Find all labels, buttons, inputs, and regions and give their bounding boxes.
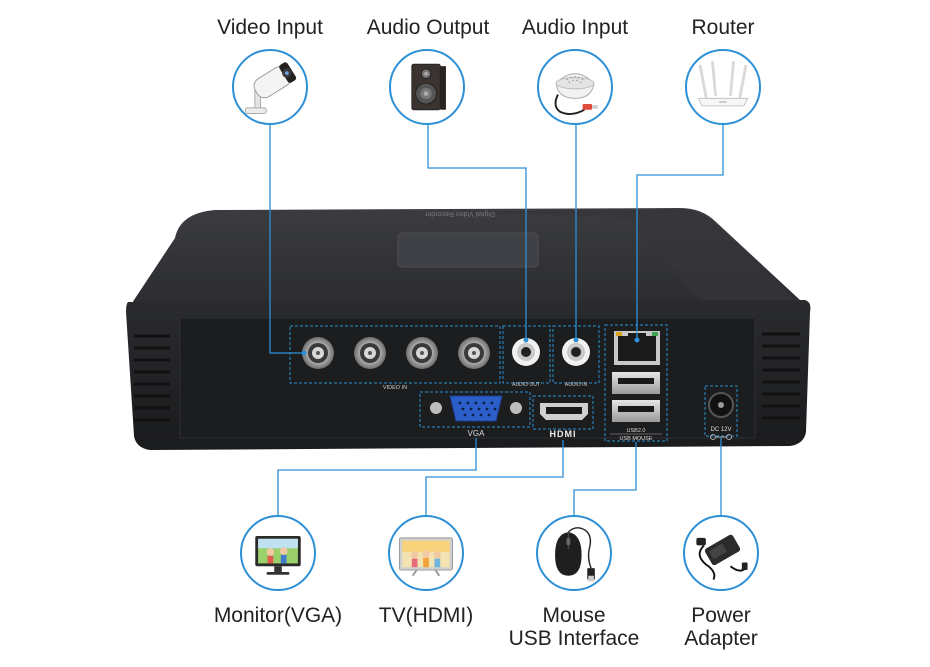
label-mouse-usb: Mouse USB Interface: [500, 604, 648, 650]
label-power-adapter: Power Adapter: [666, 604, 776, 650]
usb-ports: [612, 372, 660, 422]
power-adapter-icon: [696, 534, 748, 580]
monitor-icon: [255, 535, 301, 575]
microphone-bubble: [537, 49, 613, 125]
camera-bubble: [232, 49, 308, 125]
label-monitor-vga: Monitor(VGA): [213, 604, 343, 627]
line-monitor: [277, 438, 477, 515]
mouse-icon: [555, 527, 595, 582]
rca-audio-in-port: [562, 338, 590, 366]
line-video-input: [269, 125, 304, 354]
label-power-line2: Adapter: [684, 627, 758, 650]
rca-audio-out-port: [512, 338, 540, 366]
label-mouse-line1: Mouse: [542, 604, 606, 627]
monitor-bubble: [240, 515, 316, 591]
router-icon: [697, 60, 749, 107]
polarity-icon: [710, 434, 732, 440]
label-usb-line2: USB MOUSE: [619, 436, 652, 442]
label-audio-output: Audio Output: [366, 16, 490, 39]
line-audio-output: [427, 125, 527, 340]
line-tv: [425, 440, 564, 515]
label-audio-input: Audio Input: [521, 16, 629, 39]
line-router: [636, 125, 724, 340]
router-bubble: [685, 49, 761, 125]
left-vents: [134, 334, 170, 422]
dc-power-jack: [708, 392, 734, 418]
label-mouse-line2: USB Interface: [508, 627, 640, 650]
label-video-input: Video Input: [217, 16, 323, 39]
power-adapter-bubble: [683, 515, 759, 591]
speaker-bubble: [389, 49, 465, 125]
camera-icon: [244, 62, 297, 114]
label-dc-12v: DC 12V: [710, 427, 731, 433]
tv-icon: [399, 537, 453, 577]
label-video-in: VIDEO IN: [383, 385, 407, 391]
dvr-device: VIDEO IN AUDIO OUT AUDIO IN VGA HDMI USB…: [126, 208, 811, 450]
bnc-video-ports: [302, 337, 490, 369]
label-audio-out: AUDIO OUT: [512, 382, 540, 388]
label-power-line1: Power: [691, 604, 751, 627]
label-top-brand: Digital Video Recorder: [424, 210, 495, 217]
right-vents: [762, 332, 800, 420]
label-hdmi: HDMI: [550, 429, 577, 439]
label-vga: VGA: [468, 429, 486, 438]
vga-port: [430, 395, 522, 422]
label-tv-hdmi: TV(HDMI): [378, 604, 474, 627]
speaker-icon: [411, 63, 446, 111]
tv-bubble: [388, 515, 464, 591]
line-mouse: [573, 442, 637, 515]
connector-lines: [269, 125, 724, 515]
label-audio-in: AUDIO IN: [565, 382, 588, 388]
microphone-icon: [554, 73, 598, 115]
hdmi-port: [540, 403, 588, 420]
label-router: Router: [691, 16, 755, 39]
mouse-bubble: [536, 515, 612, 591]
label-usb-line1: USB2.0: [627, 428, 646, 434]
